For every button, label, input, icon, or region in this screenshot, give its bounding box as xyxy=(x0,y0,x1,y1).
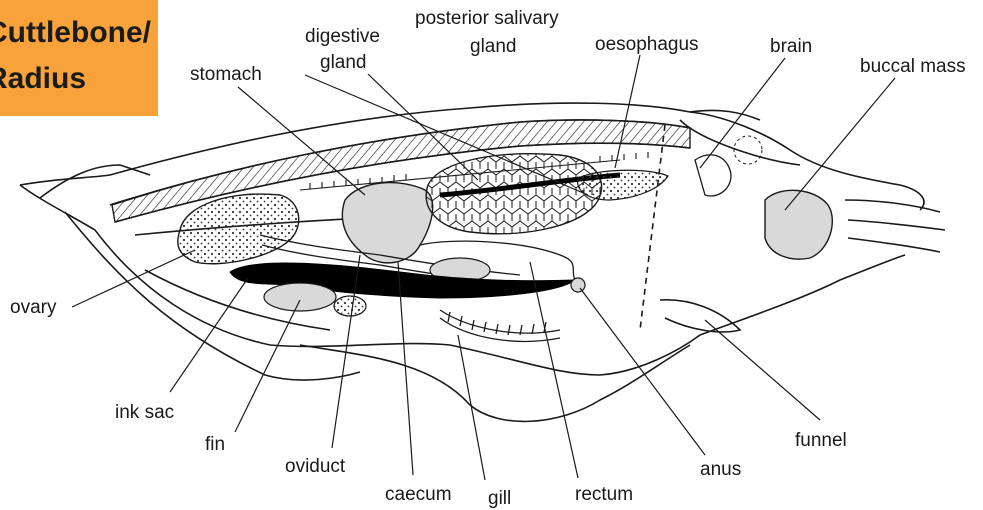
label-digestive-gland-1: digestive xyxy=(305,26,380,47)
label-ink-sac: ink sac xyxy=(115,402,174,423)
label-rectum: rectum xyxy=(575,484,633,505)
label-posterior-salivary-gland-2: gland xyxy=(470,36,517,57)
salivary-gland-shape xyxy=(578,170,668,200)
label-oesophagus: oesophagus xyxy=(595,34,699,55)
label-fin: fin xyxy=(205,434,225,455)
label-caecum: caecum xyxy=(385,484,452,505)
rectum-anus-shape xyxy=(571,278,585,292)
label-oviduct: oviduct xyxy=(285,456,346,477)
topic-badge: Cuttlebone/ Radius xyxy=(0,0,158,116)
label-posterior-salivary-gland-1: posterior salivary xyxy=(415,8,559,29)
label-gill: gill xyxy=(488,488,511,509)
badge-title-line-1: Cuttlebone/ xyxy=(0,18,151,48)
buccal-mass-shape xyxy=(695,136,832,259)
stomach-shape xyxy=(342,183,432,263)
label-anus: anus xyxy=(700,459,741,480)
ovary-shape xyxy=(178,194,299,264)
label-buccal-mass: buccal mass xyxy=(860,56,966,77)
label-brain: brain xyxy=(770,36,812,57)
badge-title-line-2: Radius xyxy=(0,64,86,94)
label-funnel: funnel xyxy=(795,430,847,451)
label-digestive-gland-2: gland xyxy=(320,52,367,73)
label-ovary: ovary xyxy=(10,297,57,318)
label-stomach: stomach xyxy=(190,64,262,85)
